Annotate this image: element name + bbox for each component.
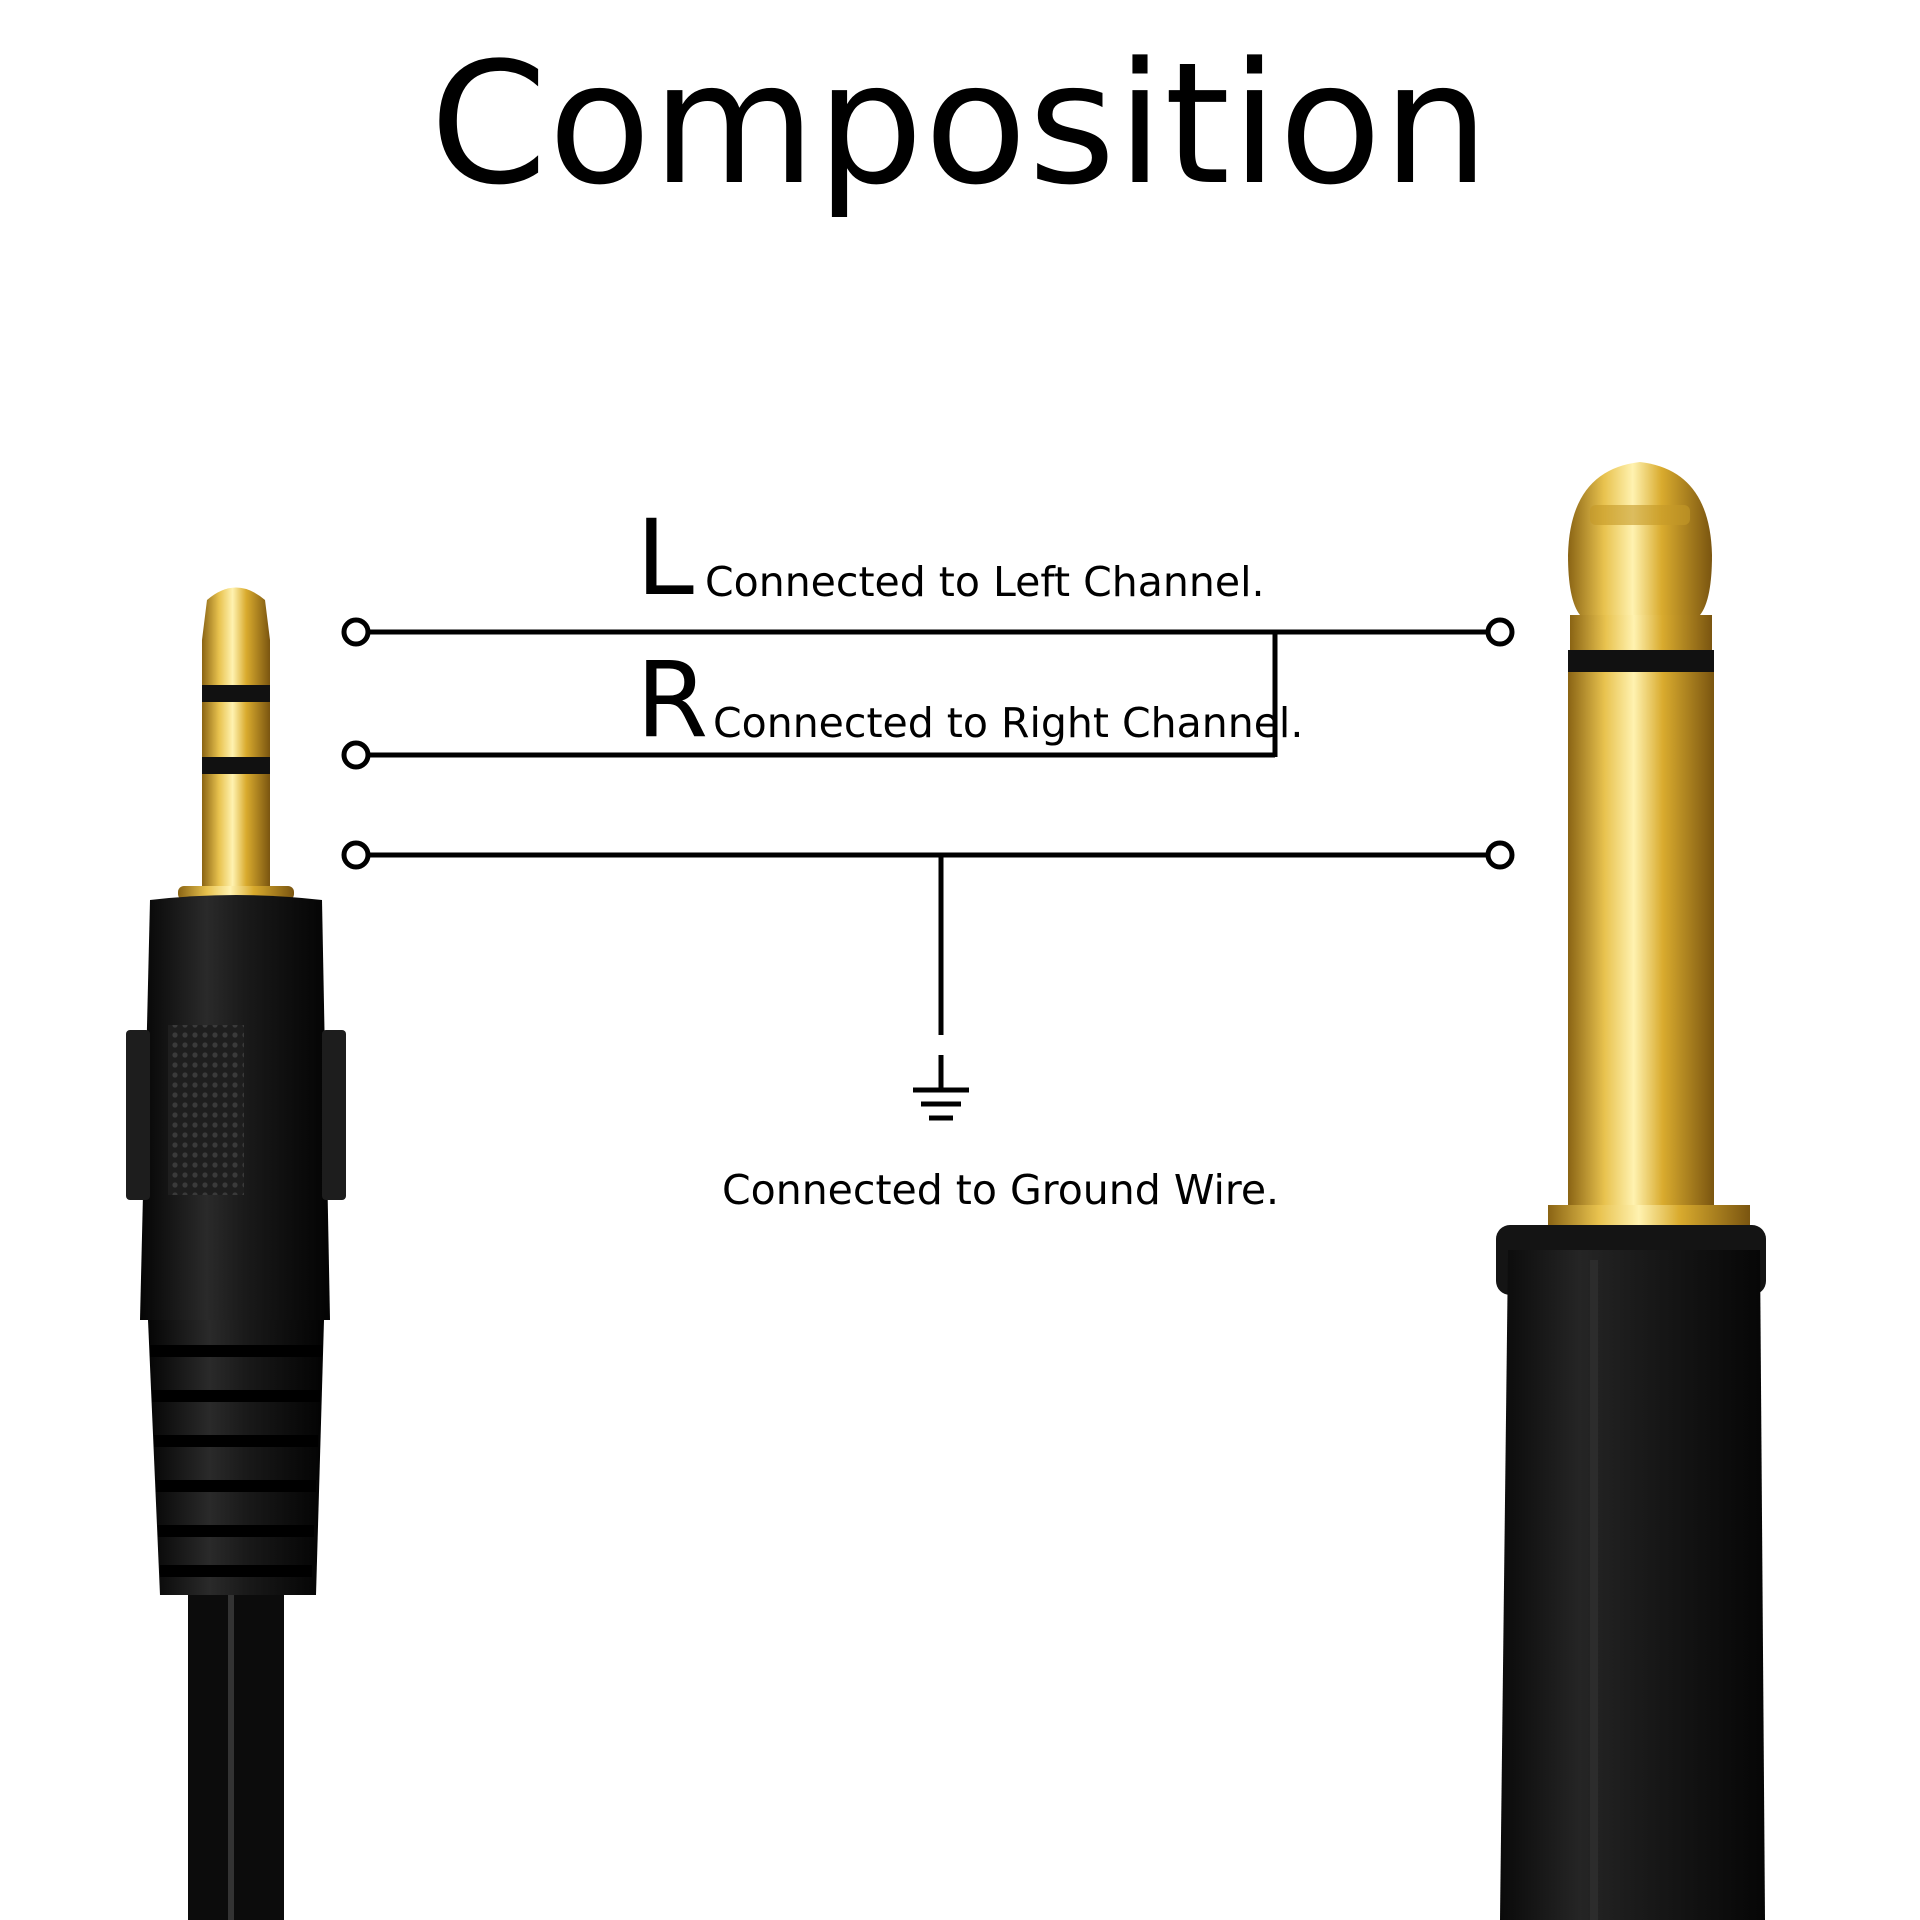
mono-6.35mm-plug-icon — [1496, 462, 1766, 1920]
left-channel-letter: L — [636, 497, 694, 619]
page-title: Composition — [429, 26, 1491, 222]
terminal-dot-icon — [341, 617, 1515, 870]
ground-symbol-icon — [913, 1087, 969, 1121]
ground-caption: Connected to Ground Wire. — [722, 1166, 1280, 1214]
right-channel-letter: R — [636, 639, 709, 761]
left-channel-caption: Connected to Left Channel. — [705, 558, 1265, 606]
right-channel-caption: Connected to Right Channel. — [713, 699, 1304, 747]
wiring-lines — [370, 629, 1488, 1090]
stereo-3.5mm-plug-icon — [126, 587, 346, 1920]
